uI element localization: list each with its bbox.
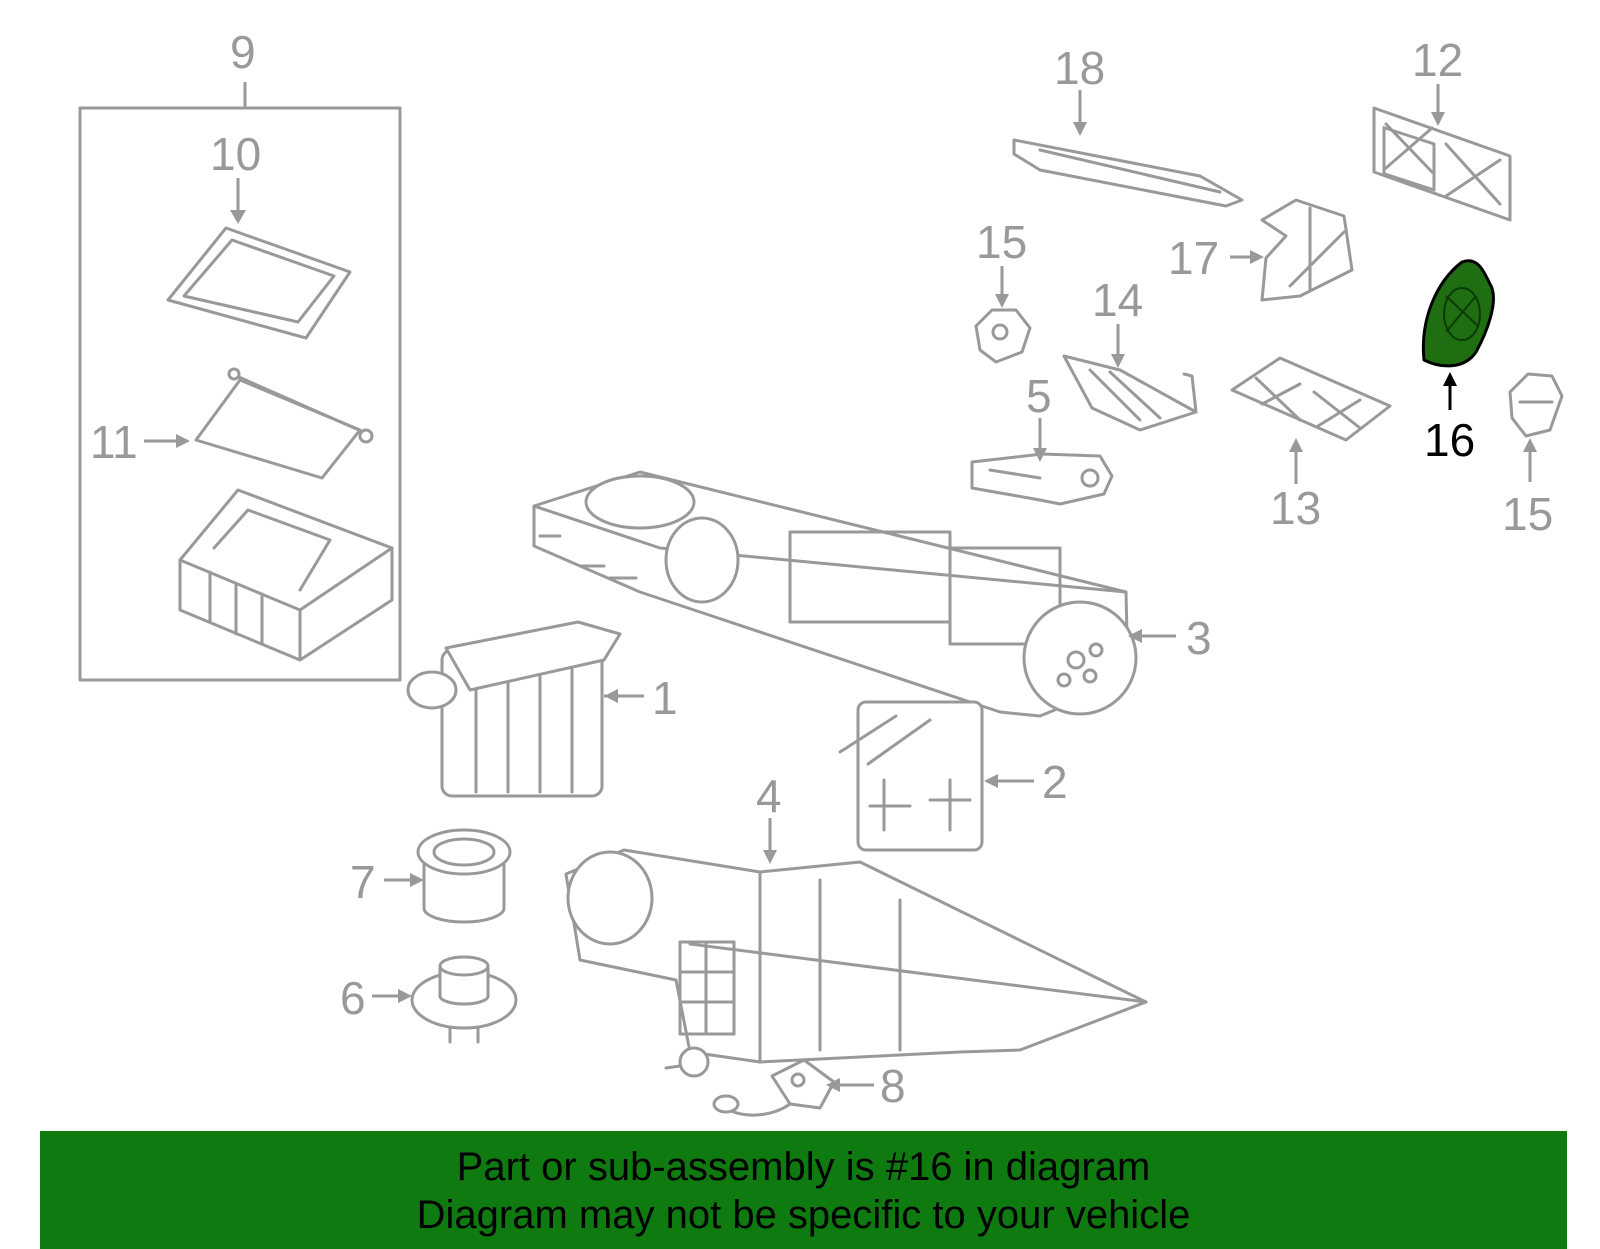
part-7-blower-wheel[interactable] [416,828,512,924]
part-3-upper-case[interactable] [532,470,1138,718]
callout-7[interactable]: 7 [350,856,376,908]
part-12-door[interactable] [1372,106,1512,222]
info-banner: Part or sub-assembly is #16 in diagram D… [40,1131,1567,1249]
callout-14[interactable]: 14 [1092,274,1143,326]
part-15-actuator-right[interactable] [1508,372,1564,438]
callout-4[interactable]: 4 [756,770,782,822]
banner-line-2: Diagram may not be specific to your vehi… [416,1193,1191,1237]
part-2-heater-core[interactable] [838,700,984,852]
part-11-filter-door[interactable] [194,367,374,480]
part-8-module[interactable] [712,1058,836,1117]
part-15-actuator-left[interactable] [974,308,1032,364]
part-9-filter-housing[interactable] [178,488,394,662]
callout-3[interactable]: 3 [1186,612,1212,664]
callout-9[interactable]: 9 [230,26,256,78]
callout-1[interactable]: 1 [652,672,678,724]
callout-13[interactable]: 13 [1270,482,1321,534]
part-16-actuator-highlighted[interactable] [1421,259,1495,368]
callout-15a[interactable]: 15 [976,216,1027,268]
part-1-evaporator[interactable] [406,620,622,798]
callout-5[interactable]: 5 [1026,370,1052,422]
part-4-lower-case[interactable] [564,848,1148,1078]
banner-line-1: Part or sub-assembly is #16 in diagram [456,1145,1151,1189]
part-6-blower-motor[interactable] [410,955,518,1044]
part-5-bracket[interactable] [970,452,1114,506]
callout-17[interactable]: 17 [1168,232,1219,284]
part-13-door[interactable] [1230,356,1392,442]
callout-12[interactable]: 12 [1412,34,1463,86]
callout-2[interactable]: 2 [1042,756,1068,808]
callout-6[interactable]: 6 [340,972,366,1024]
part-18-panel[interactable] [1012,138,1244,208]
part-10-filter-frame[interactable] [166,226,352,340]
callout-18[interactable]: 18 [1054,42,1105,94]
part-14-door[interactable] [1062,354,1198,432]
callout-8[interactable]: 8 [880,1060,906,1112]
callout-15b[interactable]: 15 [1502,488,1553,540]
callout-16[interactable]: 16 [1424,414,1475,466]
part-17-duct[interactable] [1260,198,1354,302]
callout-11[interactable]: 11 [90,416,138,468]
callout-10[interactable]: 10 [210,128,261,180]
part-9-group-box [78,106,402,682]
